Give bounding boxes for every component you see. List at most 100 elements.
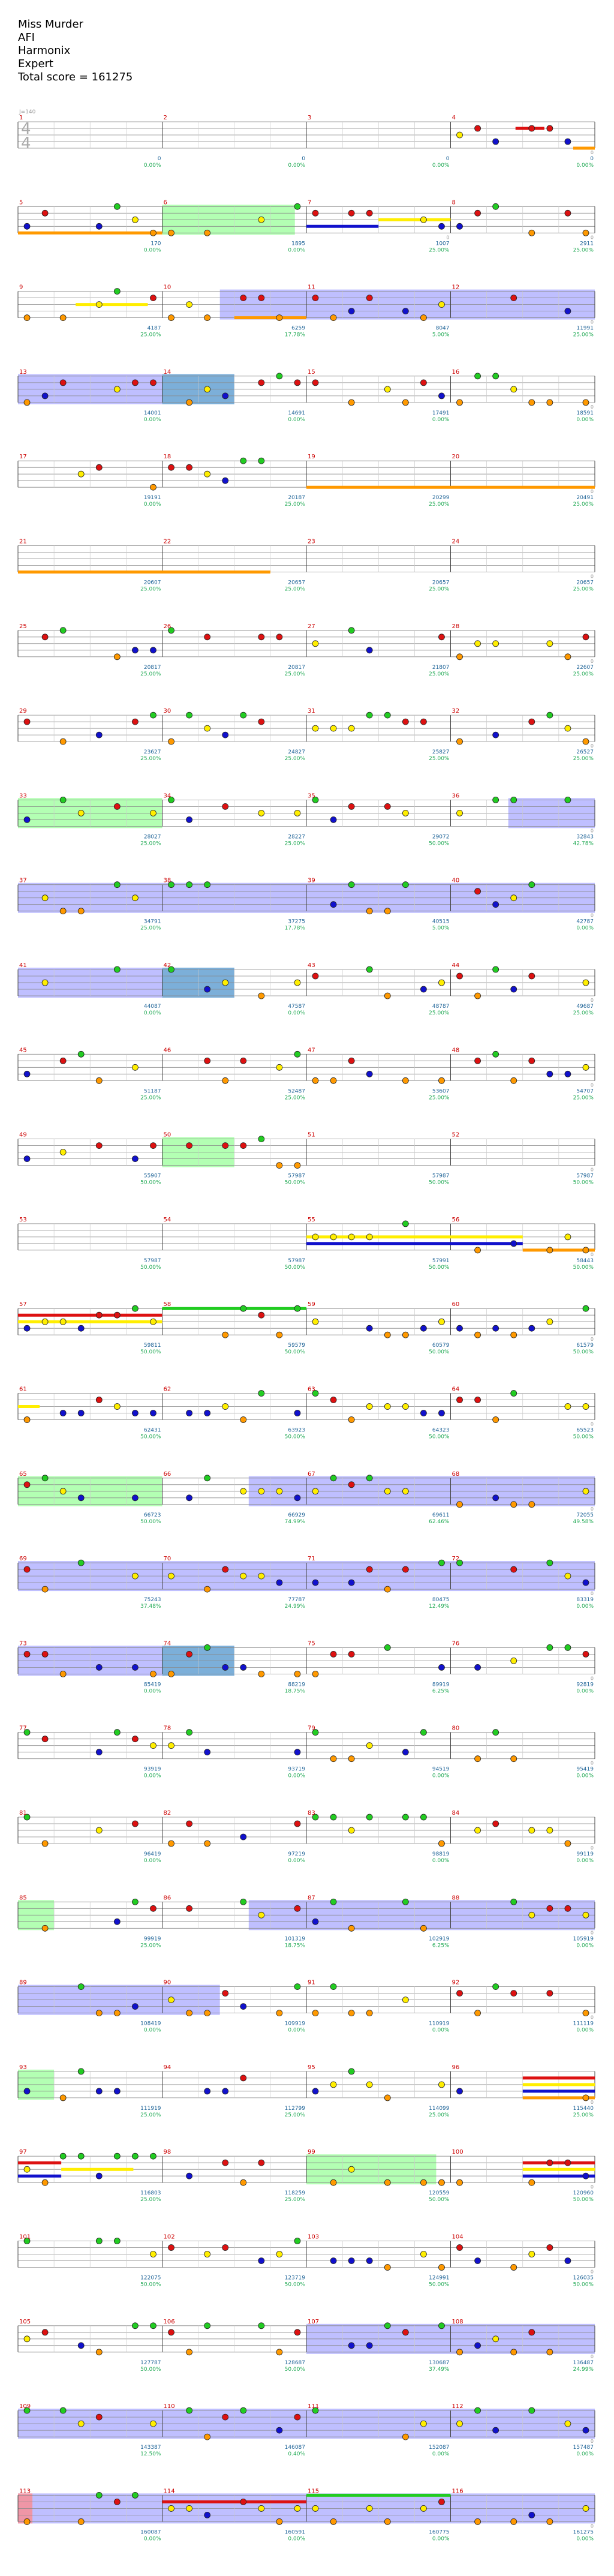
- measure-number: 10: [164, 284, 171, 291]
- note-yellow: [510, 894, 517, 902]
- note-yellow: [564, 1572, 571, 1580]
- measure-score: 24827: [288, 749, 305, 755]
- measure-number: 101: [19, 2234, 31, 2241]
- note-blue: [456, 223, 463, 230]
- note-blue: [77, 1494, 85, 1502]
- note-orange: [59, 738, 67, 745]
- note-yellow: [438, 301, 445, 308]
- measure-percent: 50.00%: [429, 840, 450, 846]
- note-red: [582, 1650, 589, 1658]
- measure-percent: 37.48%: [140, 1604, 161, 1610]
- measure-number: 103: [308, 2234, 319, 2241]
- note-blue: [510, 1240, 517, 1247]
- measure-percent: 0.00%: [288, 247, 305, 253]
- measure-percent: 74.99%: [285, 1519, 306, 1525]
- note-green: [474, 373, 481, 380]
- note-orange: [384, 1586, 391, 1593]
- measure-percent: 25.00%: [429, 671, 450, 677]
- measure-score: 97219: [288, 1851, 305, 1857]
- note-green: [294, 1305, 301, 1312]
- streak-count: 0: [591, 1337, 594, 1342]
- note-red: [132, 379, 139, 386]
- note-green: [492, 1983, 499, 1990]
- note-yellow: [150, 2420, 156, 2427]
- note-red: [240, 2074, 247, 2082]
- note-red: [41, 2329, 49, 2336]
- note-orange: [384, 1331, 391, 1338]
- measure-percent: 25.00%: [140, 926, 161, 932]
- note-green: [348, 881, 355, 888]
- note-red: [438, 634, 445, 641]
- note-red: [528, 125, 535, 132]
- measure-score: 20187: [288, 495, 305, 501]
- note-yellow: [420, 2251, 427, 2257]
- note-yellow: [366, 1403, 373, 1410]
- note-yellow: [258, 1911, 265, 1919]
- note-yellow: [312, 640, 319, 647]
- note-yellow: [113, 386, 121, 393]
- note-green: [59, 2407, 67, 2414]
- measure-number: 75: [308, 1640, 315, 1647]
- measure-number: 41: [19, 962, 27, 969]
- note-blue: [438, 223, 445, 230]
- note-orange: [204, 229, 211, 236]
- note-red: [456, 972, 463, 980]
- note-yellow: [564, 725, 571, 732]
- note-red: [204, 634, 211, 641]
- note-red: [150, 379, 156, 386]
- note-red: [258, 634, 265, 641]
- measure-number: 51: [308, 1132, 315, 1139]
- note-yellow: [204, 725, 211, 732]
- measure-number: 63: [308, 1386, 315, 1393]
- note-red: [330, 1650, 337, 1658]
- measure-score: 20491: [576, 495, 594, 501]
- measure-score: 47587: [288, 1004, 305, 1010]
- note-orange: [402, 2433, 409, 2440]
- measure-number: 94: [164, 2064, 171, 2071]
- measure-number: 2: [164, 115, 167, 121]
- measure-number: 19: [308, 454, 315, 460]
- note-orange: [150, 1670, 156, 1677]
- streak-count: 0: [446, 235, 449, 240]
- measure-number: 88: [452, 1895, 460, 1901]
- measure-score: 93719: [288, 1767, 305, 1773]
- note-red: [312, 379, 319, 386]
- note-yellow: [132, 216, 139, 223]
- measure-score: 20817: [144, 665, 161, 671]
- note-yellow: [59, 1488, 67, 1495]
- note-red: [564, 209, 571, 217]
- chart-row-23: 891084190.00%901099190.00%911109190.00%9…: [17, 1980, 595, 2034]
- measure-score: 21807: [432, 665, 450, 671]
- measure-number: 106: [164, 2319, 175, 2325]
- note-green: [204, 881, 211, 888]
- note-yellow: [95, 301, 103, 308]
- measure-percent: 17.78%: [285, 332, 306, 338]
- note-orange: [474, 992, 481, 999]
- measure-percent: 17.78%: [285, 926, 306, 932]
- note-blue: [95, 223, 103, 230]
- measure-score: 130687: [429, 2360, 449, 2366]
- measure-percent: 0.00%: [144, 1858, 161, 1864]
- chart-row-12: 455118725.00%465248725.00%475360725.00%4…: [17, 1047, 595, 1101]
- measure-score: 20657: [288, 580, 305, 586]
- note-yellow: [276, 1488, 283, 1495]
- note-orange: [59, 2094, 67, 2101]
- note-orange: [312, 1077, 319, 1084]
- note-green: [330, 1983, 337, 1990]
- measure-number: 107: [308, 2319, 319, 2325]
- measure-score: 53607: [432, 1088, 450, 1094]
- note-green: [132, 2491, 139, 2499]
- note-green: [384, 1644, 391, 1651]
- measure-number: 77: [19, 1725, 27, 1732]
- note-red: [222, 1990, 229, 1997]
- note-orange: [312, 2010, 319, 2017]
- measure-score: 42787: [576, 919, 594, 925]
- note-green: [492, 797, 499, 803]
- note-yellow: [402, 810, 409, 816]
- chart-row-6: 212060725.00%222065725.00%232065725.00%2…: [17, 539, 595, 593]
- measure-score: 25827: [432, 749, 450, 755]
- measure-score: 114099: [429, 2106, 450, 2112]
- measure-score: 55907: [144, 1173, 161, 1179]
- measure-percent: 25.00%: [429, 502, 450, 508]
- note-yellow: [77, 470, 85, 478]
